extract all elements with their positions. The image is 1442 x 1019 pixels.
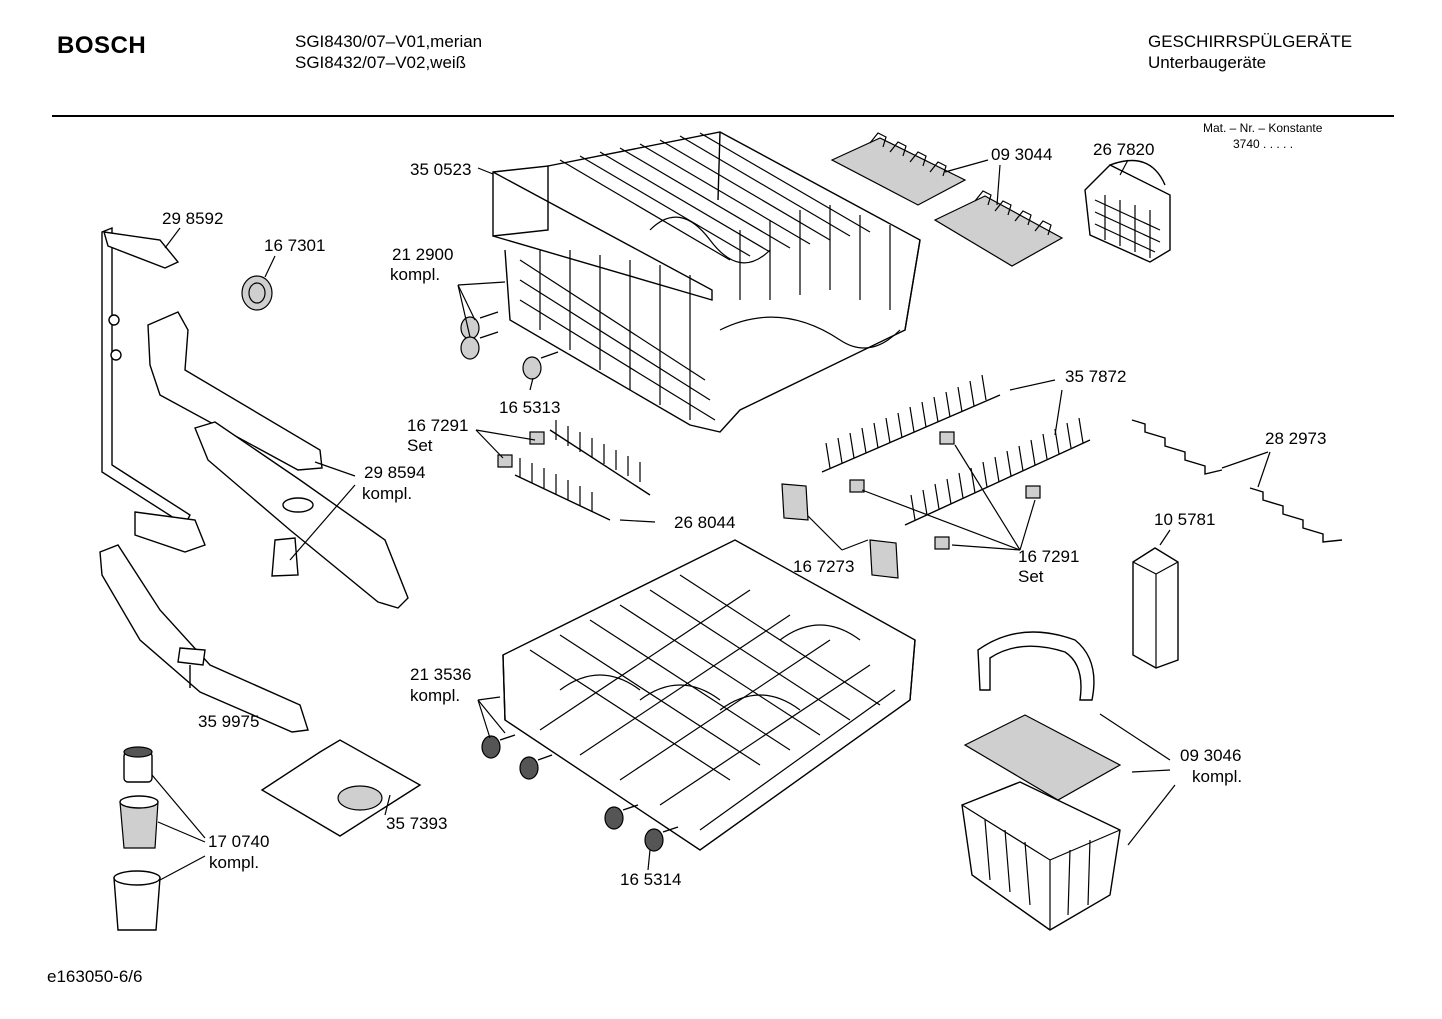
part-label-213536: 21 3536 — [410, 665, 472, 684]
lower-spray-arm-drawing — [99, 544, 309, 733]
part-label-165313: 16 5313 — [499, 398, 561, 417]
part-label-298594-kompl: kompl. — [362, 484, 413, 503]
part-label-268044: 26 8044 — [674, 513, 736, 532]
header-divider — [52, 115, 1394, 117]
part-label-267820: 26 7820 — [1093, 140, 1155, 159]
tine-row-drawing — [497, 420, 651, 521]
leader-lines — [151, 159, 1271, 881]
part-label-359975: 35 9975 — [198, 712, 260, 731]
part-label-105781: 10 5781 — [1154, 510, 1216, 529]
part-label-167301: 16 7301 — [264, 236, 326, 255]
part-label-167291-b-set: Set — [1018, 567, 1044, 586]
model-line-1: SGI8430/07–V01,merian — [295, 32, 483, 51]
part-label-213536-kompl: kompl. — [410, 686, 461, 705]
cover-plate-drawing — [260, 739, 422, 837]
part-label-282973: 28 2973 — [1265, 429, 1327, 448]
cutlery-basket-drawing — [961, 631, 1122, 931]
lower-basket-wheels-drawing — [481, 734, 679, 852]
part-label-212900-kompl: kompl. — [390, 265, 441, 284]
filter-set-drawing — [113, 746, 161, 931]
part-label-212900: 21 2900 — [392, 245, 454, 264]
upper-basket-wheels-drawing — [460, 311, 559, 380]
knife-rack-drawing — [830, 132, 1064, 267]
brand-logo: BOSCH — [57, 32, 147, 59]
model-line-2: SGI8432/07–V02,weiß — [295, 53, 467, 72]
cutlery-insert-drawing — [1132, 547, 1179, 669]
mat-nr-value: 3740 . . . . . — [1233, 137, 1294, 151]
part-label-170740-kompl: kompl. — [209, 853, 260, 872]
part-label-350523: 35 0523 — [410, 160, 472, 179]
filter-cap-drawing — [241, 275, 273, 311]
drawing-id: e163050-6/6 — [47, 967, 143, 986]
part-label-093044: 09 3044 — [991, 145, 1053, 164]
part-label-093046: 09 3046 — [1180, 746, 1242, 765]
part-label-298594: 29 8594 — [364, 463, 426, 482]
part-label-165314: 16 5314 — [620, 870, 682, 889]
category-title: GESCHIRRSPÜLGERÄTE — [1148, 32, 1353, 51]
spray-pipe-drawing — [101, 226, 206, 553]
part-label-298592: 29 8592 — [162, 209, 224, 228]
upper-spray-arm-drawing — [147, 311, 409, 609]
part-label-167291-a-set: Set — [407, 436, 433, 455]
tine-rows-drawing — [821, 374, 1091, 550]
mat-nr-label: Mat. – Nr. – Konstante — [1203, 121, 1323, 135]
part-label-167291-a: 16 7291 — [407, 416, 469, 435]
part-label-093046-kompl: kompl. — [1192, 767, 1243, 786]
cutlery-holder-drawing — [1084, 159, 1171, 263]
part-label-357393: 35 7393 — [386, 814, 448, 833]
comb-parts-drawing — [1131, 419, 1343, 543]
part-label-170740: 17 0740 — [208, 832, 270, 851]
basket-clips-drawing — [781, 483, 899, 579]
part-label-357872: 35 7872 — [1065, 367, 1127, 386]
part-label-167291-b: 16 7291 — [1018, 547, 1080, 566]
lower-basket-drawing — [502, 539, 916, 851]
part-label-167273: 16 7273 — [793, 557, 855, 576]
upper-basket-drawing — [492, 131, 921, 433]
subcategory-title: Unterbaugeräte — [1148, 53, 1267, 72]
